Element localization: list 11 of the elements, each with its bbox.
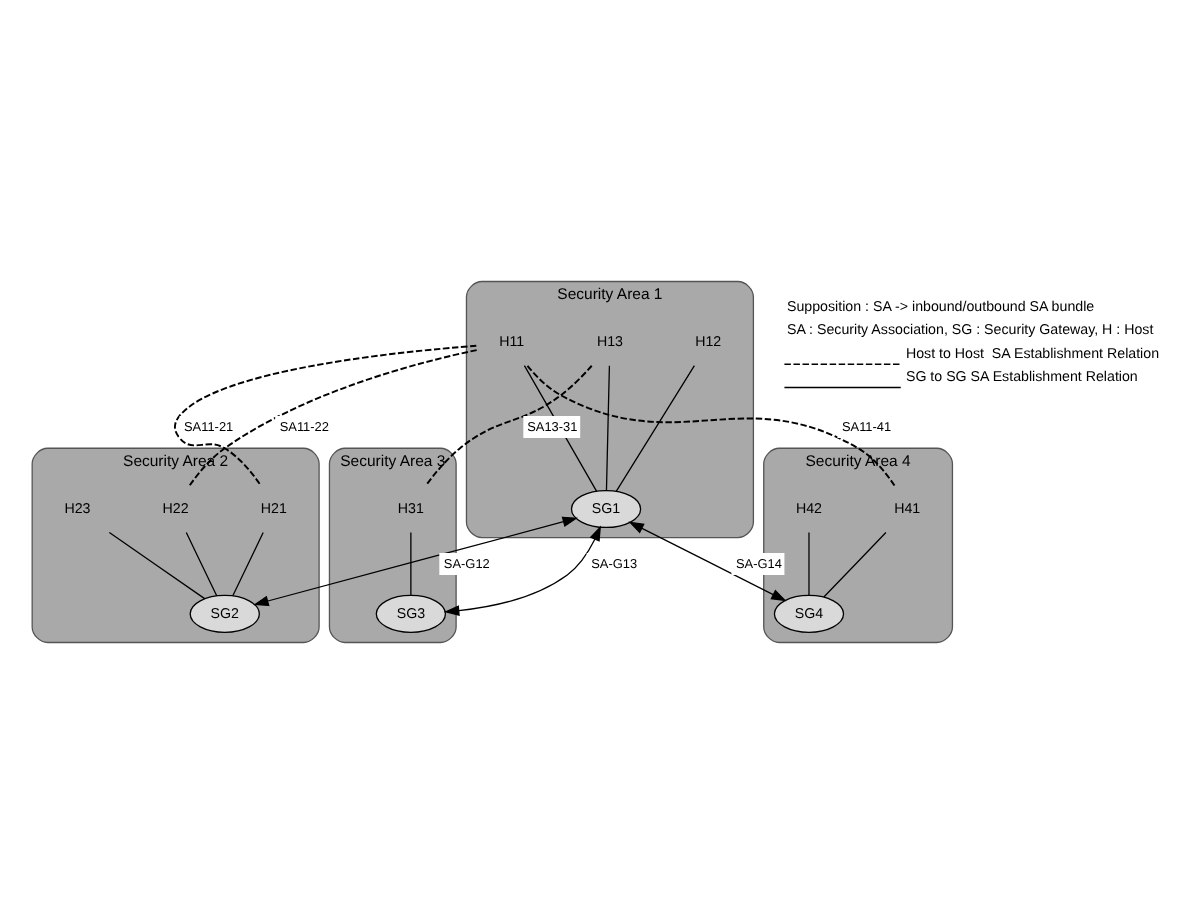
connector xyxy=(108,530,206,599)
arrow xyxy=(253,515,578,606)
arrow xyxy=(443,524,601,615)
connector xyxy=(424,363,593,486)
connector xyxy=(615,364,696,491)
connector xyxy=(410,530,412,595)
connector xyxy=(605,364,611,491)
connector xyxy=(808,530,810,595)
connector xyxy=(185,530,218,596)
connector xyxy=(823,530,887,597)
connector xyxy=(232,530,264,596)
